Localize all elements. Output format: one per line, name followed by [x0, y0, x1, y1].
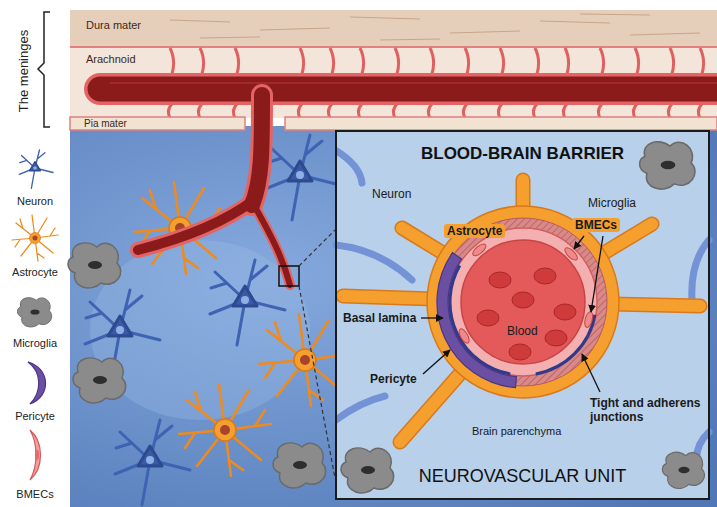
- label-anchor: Pericyte: [370, 372, 417, 386]
- part-label: BMECs: [572, 218, 620, 232]
- legend-label: Astrocyte: [12, 266, 58, 279]
- legend-label: Microglia: [13, 337, 57, 350]
- layer-name: Dura mater: [86, 19, 141, 32]
- part-label: Tight and adherens junctions: [590, 396, 706, 425]
- label-anchor: Tight and adherens junctions: [590, 396, 706, 425]
- meninges-band: Dura mater: [70, 10, 717, 46]
- region-label: Brain parenchyma: [472, 425, 561, 438]
- legend-label: Neuron: [17, 195, 53, 208]
- legend-label: BMECs: [16, 488, 53, 501]
- part-label: Basal lamina: [343, 311, 416, 325]
- legend-entry: Astrocyte: [0, 262, 70, 280]
- meninges-label: The meninges: [16, 30, 32, 112]
- label-anchor: BMECs: [572, 218, 620, 232]
- cell-label: Microglia: [588, 196, 636, 210]
- legend-label: Pericyte: [15, 410, 55, 423]
- part-label: Astrocyte: [444, 224, 505, 238]
- legend-entry: Neuron: [0, 191, 70, 209]
- label-anchor: Neuron: [372, 187, 411, 201]
- label-anchor: Blood: [507, 324, 538, 338]
- legend-entry: Pericyte: [0, 406, 70, 424]
- meninges-band: Arachnoid: [70, 46, 717, 117]
- label-anchor: Astrocyte: [444, 224, 505, 238]
- label-anchor: Brain parenchyma: [472, 425, 561, 438]
- meninges-band: Pia mater: [70, 117, 717, 130]
- cell-label: Neuron: [372, 187, 411, 201]
- label-anchor: Basal lamina: [343, 311, 416, 325]
- part-label: Blood: [507, 324, 538, 338]
- label-anchor: Microglia: [588, 196, 636, 210]
- layer-name: Arachnoid: [86, 53, 136, 66]
- layer-name: Pia mater: [84, 117, 127, 130]
- panel-subtitle: NEUROVASCULAR UNIT: [419, 466, 627, 488]
- legend-entry: Microglia: [0, 333, 70, 351]
- part-label: Pericyte: [370, 372, 417, 386]
- panel-title: BLOOD-BRAIN BARRIER: [421, 144, 624, 164]
- legend-entry: BMECs: [0, 484, 70, 502]
